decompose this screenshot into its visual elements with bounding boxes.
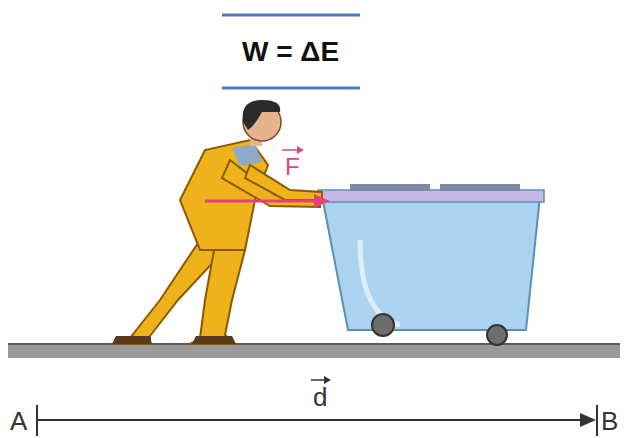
ground-edge <box>8 343 620 345</box>
force-label: F <box>285 155 300 179</box>
ground <box>8 344 620 358</box>
displacement-vector <box>37 376 597 436</box>
title-rule <box>222 14 360 17</box>
title: W = ΔE <box>242 38 339 66</box>
displacement-label: d <box>313 384 327 410</box>
force-vector <box>205 146 330 208</box>
cart <box>318 184 544 345</box>
title-rule <box>222 87 360 90</box>
point-label: B <box>601 408 618 434</box>
worker <box>112 100 322 344</box>
point-label: A <box>10 408 27 434</box>
